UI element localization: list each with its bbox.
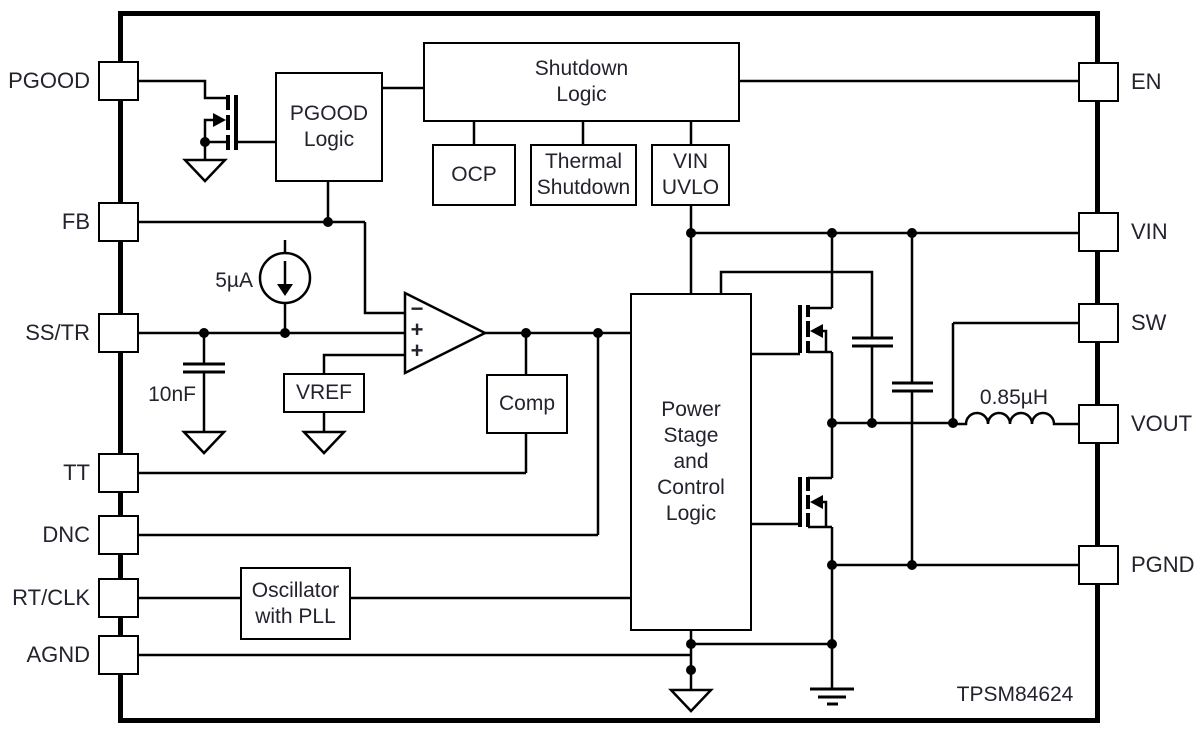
block-thermal-shutdown: Thermal Shutdown [530,144,637,206]
block-ocp: OCP [432,144,516,206]
inductor-icon [953,411,1080,426]
sw-net [832,321,1080,425]
block-pgood-logic: PGOOD Logic [275,72,383,182]
block-oscillator: Oscillator with PLL [240,567,351,640]
inductor-value-label: 0.85µH [979,386,1049,409]
vref-net [301,353,405,455]
high-side-mosfet-icon [752,233,834,423]
pin-box-rtclk [98,578,139,618]
earth-ground-icon [810,687,854,706]
pin-box-en [1078,62,1119,102]
pin-box-tt [98,453,139,493]
low-side-mosfet-icon [752,423,834,565]
pin-label-vin: VIN [1131,219,1168,244]
input-capacitor-icon [892,233,933,565]
pin-label-pgood: PGOOD [8,68,90,93]
block-vref: VREF [283,373,365,413]
pin-label-tt: TT [63,460,90,485]
pin-label-sw: SW [1131,310,1167,335]
block-vin-uvlo: VIN UVLO [651,144,730,206]
pin-box-pgnd [1078,545,1119,585]
amplifier-reference-input-sign: + [410,338,424,363]
pin-box-fb [98,202,139,242]
shutdown-logic-nets [383,79,1080,293]
pin-label-en: EN [1131,69,1162,94]
soft-start-cap-value-label: 10nF [148,383,196,406]
bootstrap-capacitor-icon [719,270,893,423]
pin-label-vout: VOUT [1131,411,1193,436]
pin-label-sstr: SS/TR [25,320,90,345]
block-power-stage: Power Stage and Control Logic [630,293,752,631]
pgood-ground-icon [182,142,228,183]
amplifier-output-net [139,331,630,537]
pin-label-agnd: AGND [26,642,90,667]
pin-label-dnc: DNC [42,522,90,547]
part-number-label: TPSM84624 [956,683,1074,706]
block-shutdown-logic: Shutdown Logic [423,42,740,122]
pin-box-dnc [98,515,139,555]
current-source-icon [258,240,312,333]
pin-label-pgnd: PGND [1131,552,1195,577]
amplifier-inverting-input-sign: − [410,296,424,321]
pin-box-agnd [98,635,139,675]
junction-dots [199,137,958,675]
amplifier-noninverting-input-sign: + [410,317,424,342]
pin-label-rtclk: RT/CLK [12,585,90,610]
module-outline [118,11,1100,723]
current-source-value-label: 5µA [215,269,253,292]
pgood-mosfet-icon [203,95,238,150]
pin-label-fb: FB [61,209,90,234]
pin-box-sstr [98,313,139,353]
pin-box-sw [1078,303,1119,343]
block-comp: Comp [486,374,568,434]
pin-box-vin [1078,212,1119,252]
pin-box-vout [1078,404,1119,444]
soft-start-capacitor-icon [181,333,227,455]
pin-box-pgood [98,61,139,101]
signal-ground-icon [668,688,714,713]
error-amplifier-icon [403,290,488,376]
